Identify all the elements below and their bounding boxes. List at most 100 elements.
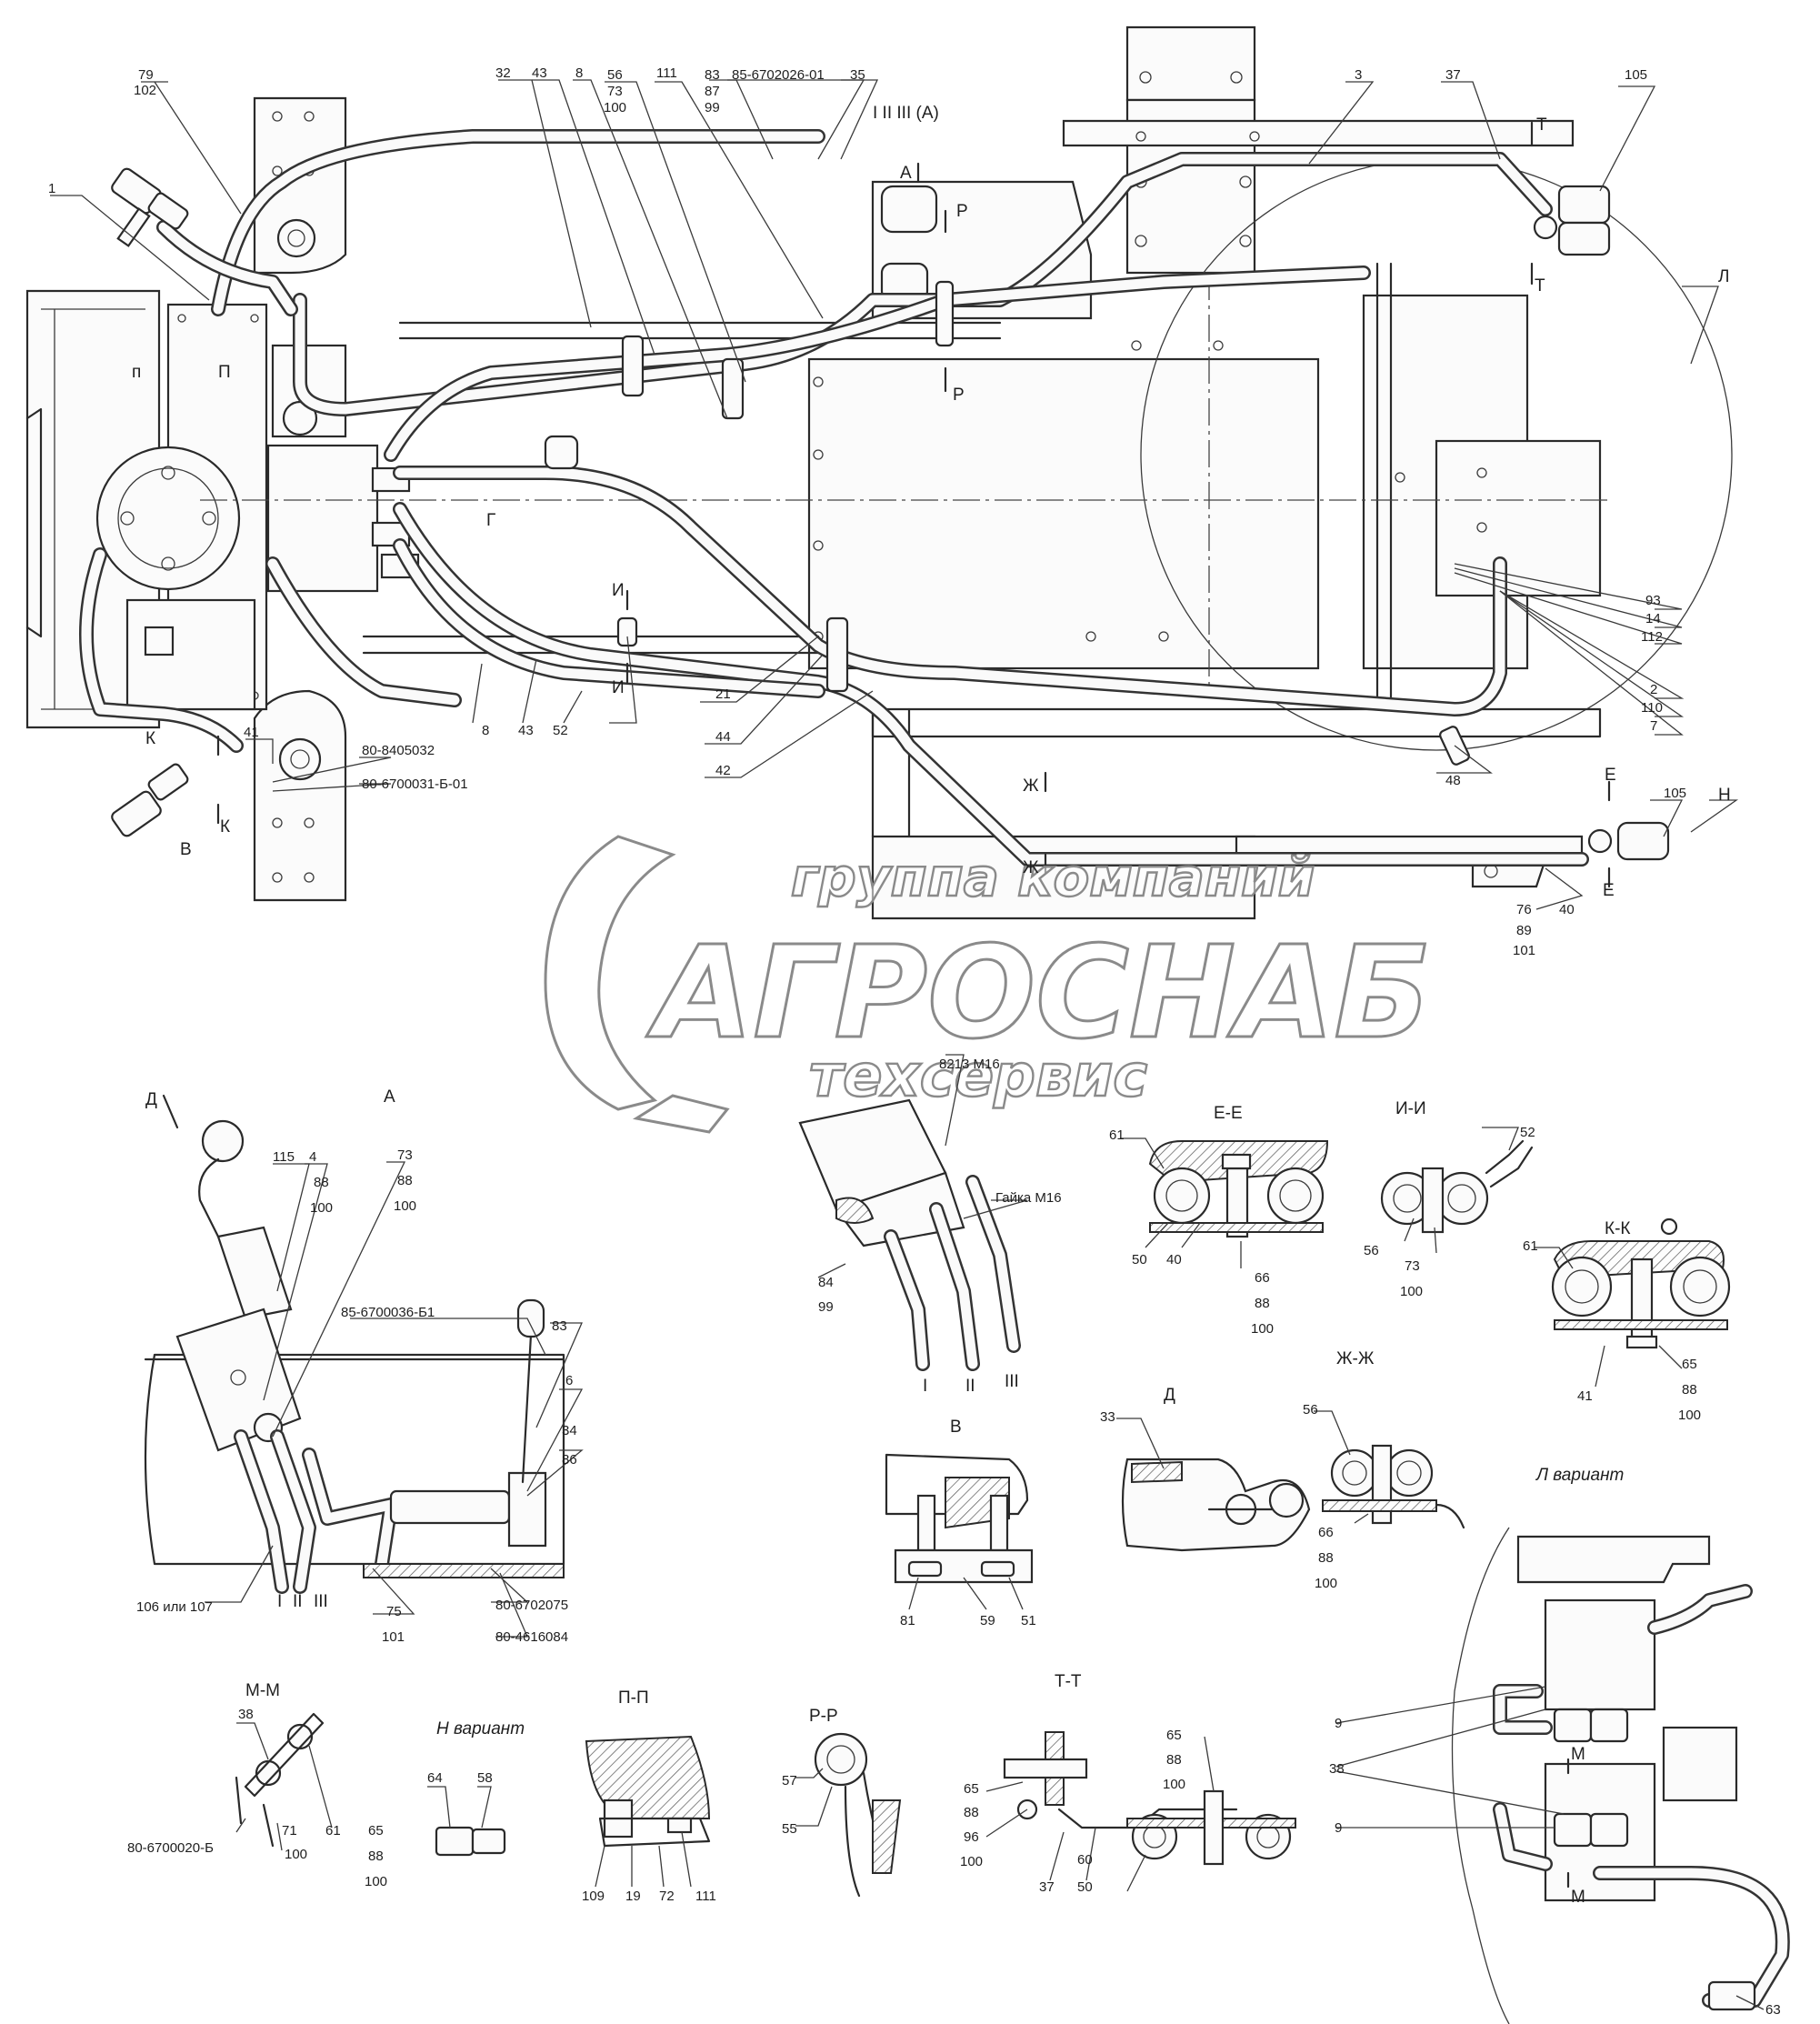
- section-e-e-title: Е-Е: [1214, 1104, 1243, 1123]
- section-i-i-73: 73: [1405, 1258, 1420, 1274]
- callout-89: 89: [1516, 923, 1532, 938]
- callout-52: 52: [553, 723, 568, 738]
- view-a-callout-85-6700036-b1: 85-6700036-Б1: [341, 1305, 435, 1320]
- center-plate: [807, 357, 1320, 670]
- callout-87: 87: [705, 84, 720, 99]
- view-v-title: В: [950, 1418, 962, 1437]
- view-a-title: А: [384, 1087, 395, 1107]
- callout-21: 21: [715, 686, 731, 702]
- view-a-callout-83: 83: [552, 1318, 567, 1334]
- callout-2: 2: [1650, 682, 1657, 697]
- coupler-rear-bottom: [1587, 821, 1670, 861]
- section-k-k-88: 88: [1682, 1382, 1697, 1398]
- section-zh-zh-66: 66: [1318, 1525, 1334, 1540]
- view-a-callout-115: 115: [273, 1149, 295, 1165]
- section-t-t-60: 60: [1077, 1852, 1093, 1868]
- section-t-t-88: 88: [964, 1805, 979, 1820]
- view-a-callout-88b: 88: [397, 1173, 413, 1188]
- section-e-e: [1120, 1137, 1329, 1268]
- section-m-m-65: 65: [368, 1823, 384, 1839]
- hose-view-callout-84: 84: [818, 1275, 834, 1290]
- callout-40: 40: [1559, 902, 1575, 917]
- section-i-i: [1380, 1127, 1534, 1254]
- section-zh-zh-100: 100: [1315, 1576, 1337, 1591]
- variant-l-9: 9: [1335, 1716, 1342, 1731]
- mark-n: Н: [1718, 786, 1731, 805]
- watermark-line1: группа компаний: [791, 847, 1315, 908]
- callout-105-rear: 105: [1664, 786, 1686, 801]
- section-t-t-title: Т-Т: [1055, 1672, 1082, 1691]
- section-e-e-50: 50: [1132, 1252, 1147, 1268]
- mark-t-bottom: Т: [1535, 276, 1545, 296]
- section-t-t-100b: 100: [1163, 1777, 1185, 1792]
- hose-view-iii: III: [1005, 1372, 1019, 1391]
- callout-80-6700031-b-01: 80-6700031-Б-01: [362, 777, 468, 792]
- variant-n-title: Н вариант: [436, 1719, 525, 1738]
- coupler-rear-top: [1533, 185, 1611, 256]
- section-p-p-109: 109: [582, 1889, 605, 1904]
- coupler-front-bottom: [111, 763, 189, 837]
- view-a-callout-6: 6: [565, 1373, 573, 1388]
- section-k-k-65: 65: [1682, 1357, 1697, 1372]
- view-a-d-arrow: Д: [145, 1090, 157, 1109]
- variant-n-64: 64: [427, 1770, 443, 1786]
- section-m-m-38: 38: [238, 1707, 254, 1722]
- callout-93: 93: [1645, 593, 1661, 608]
- mark-a: А: [900, 164, 912, 183]
- mark-i-bottom: И: [612, 678, 625, 697]
- section-zh-zh-56: 56: [1303, 1402, 1318, 1418]
- mark-zh-top: Ж: [1023, 777, 1039, 796]
- view-a-callout-106-107: 106 или 107: [136, 1599, 213, 1615]
- view-a-hose-ii: II: [293, 1592, 303, 1611]
- section-r-r-57: 57: [782, 1773, 797, 1789]
- main-view: [25, 25, 1739, 920]
- callout-102: 102: [134, 83, 156, 98]
- view-a-callout-101: 101: [382, 1629, 405, 1645]
- callout-41: 41: [244, 725, 259, 740]
- section-t-t-100: 100: [960, 1854, 983, 1869]
- view-a-callout-80-6702075: 80-6702075: [495, 1598, 568, 1613]
- hose-routing: [79, 129, 1589, 867]
- section-k-k-100: 100: [1678, 1408, 1701, 1423]
- section-t-t: [985, 1731, 1296, 1892]
- callout-8: 8: [575, 65, 583, 81]
- view-v-51: 51: [1021, 1613, 1036, 1628]
- callout-14: 14: [1645, 611, 1661, 626]
- view-a-callout-4: 4: [309, 1149, 316, 1165]
- callout-101: 101: [1513, 943, 1535, 958]
- section-t-t-65: 65: [964, 1781, 979, 1797]
- variant-n: [427, 1786, 506, 1857]
- section-m-m-100b: 100: [365, 1874, 387, 1889]
- section-t-t-50: 50: [1077, 1879, 1093, 1895]
- callout-43-lower: 43: [518, 723, 534, 738]
- callout-111: 111: [656, 65, 677, 81]
- callout-3: 3: [1355, 67, 1362, 83]
- view-a-hose-iii: III: [314, 1592, 328, 1611]
- section-i-i-56: 56: [1364, 1243, 1379, 1258]
- hose-view-callout-nut: Гайка М16: [995, 1190, 1062, 1206]
- coupler-front-top: [111, 167, 189, 247]
- hose-ids-label: I II III (A): [873, 104, 939, 123]
- callout-7: 7: [1650, 718, 1657, 734]
- section-m-m-61: 61: [325, 1823, 341, 1839]
- callout-37: 37: [1445, 67, 1461, 83]
- variant-n-58: 58: [477, 1770, 493, 1786]
- callout-112: 112: [1641, 629, 1663, 645]
- callout-56: 56: [607, 67, 623, 83]
- section-t-t-65b: 65: [1166, 1728, 1182, 1743]
- mark-v: В: [180, 840, 192, 859]
- mark-t-top: Т: [1536, 115, 1547, 135]
- section-r-r-55: 55: [782, 1821, 797, 1837]
- mark-r-top: Р: [956, 202, 968, 221]
- hose-view-callout-8213: 8213 М16: [939, 1057, 1000, 1072]
- watermark-line3: техсервис: [809, 1043, 1147, 1110]
- section-m-m-71: 71: [282, 1823, 297, 1839]
- mark-r-bottom: Р: [953, 386, 965, 405]
- callout-73: 73: [607, 84, 623, 99]
- mark-i-top: И: [612, 581, 625, 600]
- section-m-m-title: М-М: [245, 1681, 280, 1700]
- lever-knob: [201, 1119, 245, 1163]
- section-t-t-37: 37: [1039, 1879, 1055, 1895]
- mark-k-top: К: [145, 729, 155, 748]
- mark-p-right: П: [218, 363, 231, 382]
